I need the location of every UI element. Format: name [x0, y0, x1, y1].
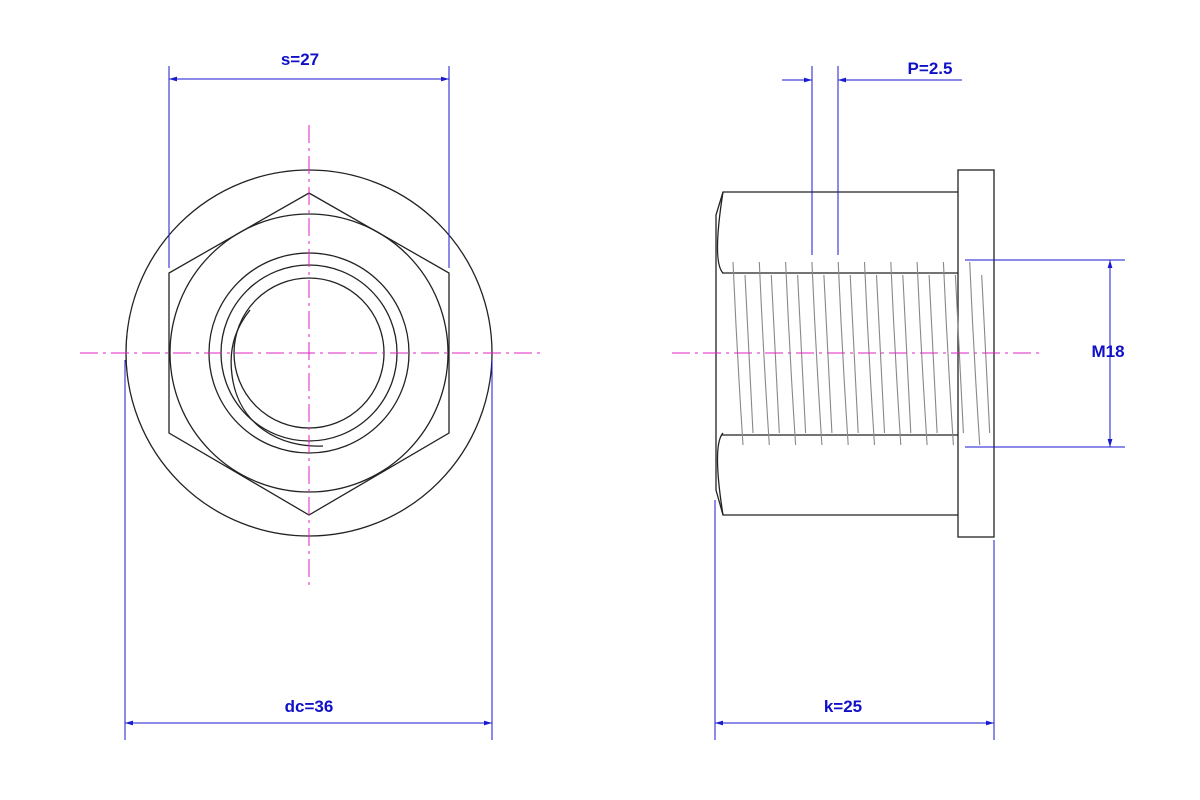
thread-root-line	[849, 274, 859, 434]
thread-root-line	[797, 274, 807, 434]
thread-crest-line	[942, 261, 954, 446]
dc-label: dc=36	[285, 697, 334, 716]
hex-chamfer-arcs	[716, 191, 724, 516]
thread-root-line	[981, 274, 991, 434]
front-view: s=27 dc=36	[80, 50, 545, 740]
pitch-label: P=2.5	[908, 59, 953, 78]
thread-root-line	[928, 274, 938, 434]
thread-root-line	[902, 274, 912, 434]
thread-root-line	[875, 274, 886, 434]
dimension-s: s=27	[168, 50, 450, 268]
thread-root-line	[770, 274, 780, 434]
thread-spiral	[230, 309, 324, 447]
side-view: P=2.5 M18 k=25	[672, 59, 1125, 740]
thread-root-line	[823, 274, 833, 434]
dimension-pitch: P=2.5	[782, 59, 962, 255]
thread-size-label: M18	[1091, 342, 1124, 361]
thread-crest-line	[758, 261, 770, 446]
thread-crest-line	[811, 261, 823, 446]
dimension-k: k=25	[714, 500, 995, 740]
k-label: k=25	[824, 697, 862, 716]
thread-root-line	[744, 274, 754, 434]
dimension-dc: dc=36	[124, 360, 493, 740]
dimension-m18: M18	[965, 259, 1125, 448]
s-label: s=27	[281, 50, 319, 69]
thread-root-line	[954, 274, 964, 434]
